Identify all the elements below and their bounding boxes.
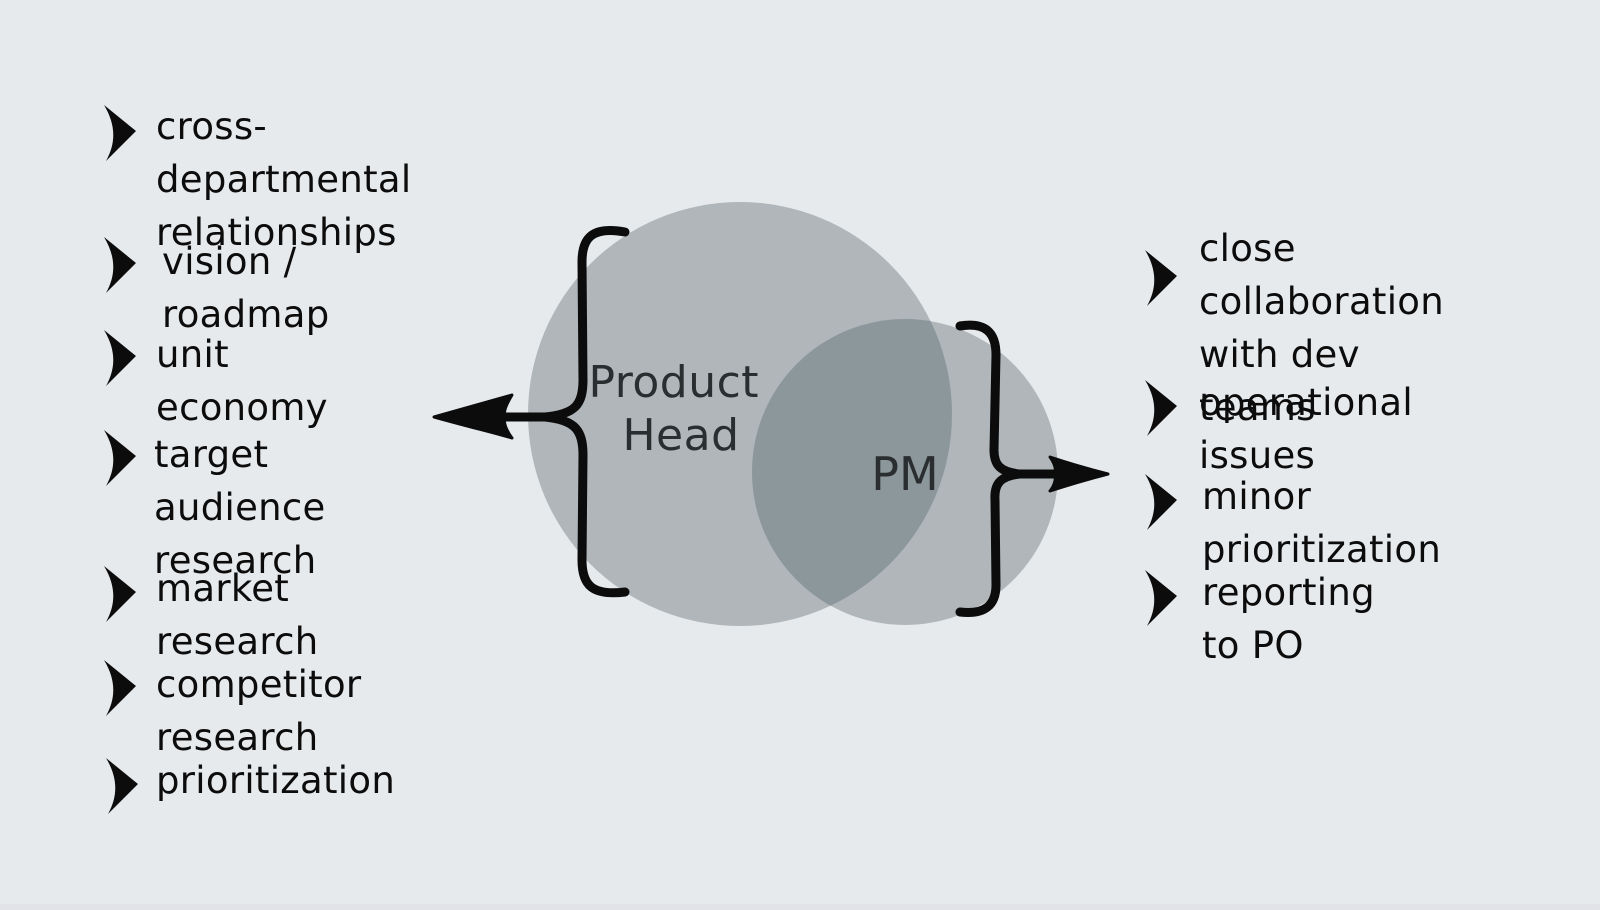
list-item-label: target audience research — [154, 433, 326, 582]
overlap-region — [752, 319, 952, 625]
list-item-label: vision / roadmap — [162, 240, 330, 336]
chevron-right-icon — [1145, 570, 1177, 626]
list-item-label: market research — [156, 567, 319, 663]
list-item-label: reporting to PO — [1202, 571, 1375, 667]
chevron-right-icon — [104, 566, 136, 622]
chevron-right-icon — [104, 430, 136, 486]
list-item-label: operational issues — [1199, 381, 1413, 477]
list-item-label: prioritization — [156, 759, 396, 802]
chevron-right-icon — [106, 758, 138, 814]
right-arrow-head — [1048, 455, 1110, 493]
bottom-border — [0, 904, 1600, 910]
chevron-right-icon — [1145, 250, 1177, 306]
chevron-right-icon — [1145, 474, 1177, 530]
chevron-right-icon — [104, 660, 136, 716]
list-item-label: competitor research — [156, 663, 362, 759]
product-head-label: Product Head — [588, 357, 773, 461]
chevron-right-icon — [104, 237, 136, 293]
list-item-label: minor prioritization — [1202, 475, 1442, 571]
chevron-right-icon — [104, 330, 136, 386]
list-item-label: unit economy — [156, 333, 328, 429]
chevron-right-icon — [1145, 380, 1177, 436]
list-item-label: close collaboration with dev teams — [1199, 227, 1444, 429]
pm-label: PM — [871, 447, 938, 501]
chevron-right-icon — [104, 105, 136, 161]
list-item-label: cross-departmental relationships — [156, 105, 412, 254]
left-arrow-head — [432, 393, 514, 440]
